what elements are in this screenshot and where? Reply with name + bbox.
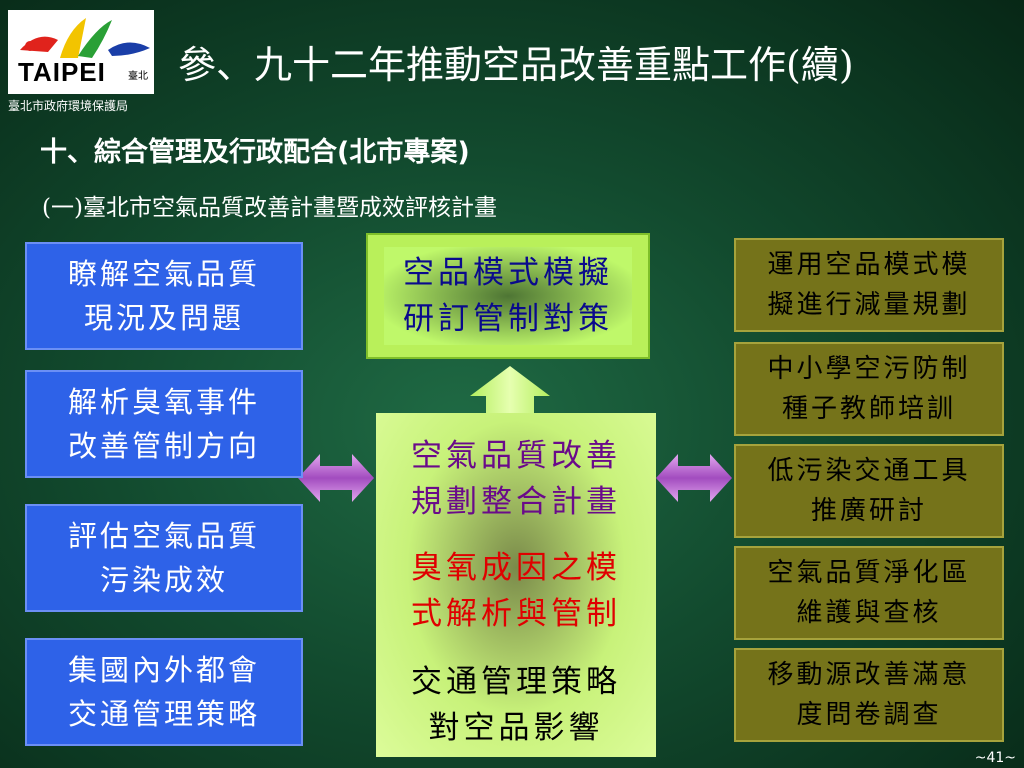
page-title: 參、九十二年推動空品改善重點工作(續) <box>178 43 854 87</box>
right-box-line: 維護與查核 <box>796 598 942 628</box>
page-number: ~41~ <box>974 750 1016 766</box>
section-heading: 十、綜合管理及行政配合(北市專案) <box>40 137 470 168</box>
center-line: 式解析與管制 <box>411 596 621 632</box>
up-arrow <box>470 366 550 414</box>
left-box-line: 解析臭氧事件 <box>67 385 260 419</box>
top-box-model-simulation: 空品模式模擬 研訂管制對策 <box>366 233 650 359</box>
left-box-line: 改善管制方向 <box>67 429 260 463</box>
center-box-integrated-plan: 空氣品質改善 規劃整合計畫 臭氧成因之模 式解析與管制 交通管理策略 對空品影響 <box>376 413 656 757</box>
left-box-line: 評估空氣品質 <box>67 519 260 553</box>
top-box-line: 研訂管制對策 <box>403 301 613 337</box>
right-box-purification-zone: 空氣品質淨化區 維護與查核 <box>734 546 1004 640</box>
center-line: 交通管理策略 <box>411 664 621 700</box>
left-box-line: 交通管理策略 <box>67 697 260 731</box>
center-block-ozone-analysis: 臭氧成因之模 式解析與管制 <box>376 545 656 637</box>
right-box-line: 移動源改善滿意 <box>767 660 971 690</box>
center-block-improvement-plan: 空氣品質改善 規劃整合計畫 <box>376 433 656 525</box>
taipei-logo: TAIPEI 臺北 <box>8 10 154 94</box>
right-box-low-pollution-vehicles: 低污染交通工具 推廣研討 <box>734 444 1004 538</box>
logo-emblem-icon <box>20 18 150 58</box>
left-box-pollution-effects: 評估空氣品質 污染成效 <box>25 504 303 612</box>
right-box-line: 運用空品模式模 <box>767 250 971 280</box>
right-double-arrow <box>656 454 732 502</box>
right-box-line: 擬進行減量規劃 <box>767 290 971 320</box>
left-box-traffic-strategy: 集國內外都會 交通管理策略 <box>25 638 303 746</box>
top-box-line: 空品模式模擬 <box>403 255 613 291</box>
right-box-model-reduction: 運用空品模式模 擬進行減量規劃 <box>734 238 1004 332</box>
center-block-traffic-impact: 交通管理策略 對空品影響 <box>376 659 656 751</box>
right-box-line: 低污染交通工具 <box>767 456 971 486</box>
right-box-line: 推廣研討 <box>810 496 927 526</box>
left-box-air-quality-status: 瞭解空氣品質 現況及問題 <box>25 242 303 350</box>
right-box-line: 空氣品質淨化區 <box>767 558 971 588</box>
center-line: 對空品影響 <box>428 710 604 746</box>
section-subheading: (一)臺北市空氣品質改善計畫暨成效評核計畫 <box>42 195 497 221</box>
left-box-line: 集國內外都會 <box>67 653 260 687</box>
right-box-teacher-training: 中小學空污防制 種子教師培訓 <box>734 342 1004 436</box>
center-line: 空氣品質改善 <box>411 438 621 474</box>
center-line: 臭氧成因之模 <box>411 550 621 586</box>
left-box-ozone-events: 解析臭氧事件 改善管制方向 <box>25 370 303 478</box>
right-box-line: 種子教師培訓 <box>781 394 956 424</box>
right-box-satisfaction-survey: 移動源改善滿意 度問卷調查 <box>734 648 1004 742</box>
logo-text: TAIPEI <box>18 57 106 87</box>
logo-subtext: 臺北 <box>128 71 148 82</box>
organization-name: 臺北市政府環境保護局 <box>8 99 129 113</box>
left-double-arrow <box>298 454 374 502</box>
left-box-line: 污染成效 <box>99 563 228 597</box>
center-line: 規劃整合計畫 <box>411 484 621 520</box>
right-box-line: 中小學空污防制 <box>767 354 971 384</box>
left-box-line: 瞭解空氣品質 <box>67 257 260 291</box>
left-box-line: 現況及問題 <box>83 301 244 335</box>
right-box-line: 度問卷調查 <box>796 700 942 730</box>
